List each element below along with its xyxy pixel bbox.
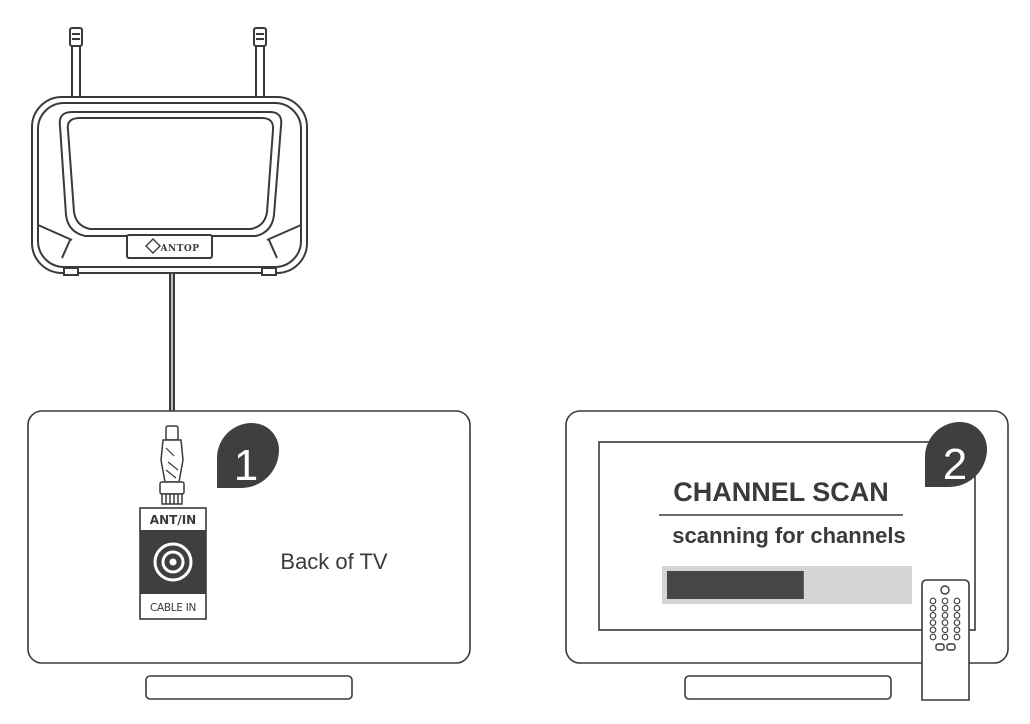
remote-button — [941, 619, 949, 626]
tv-stand-right — [684, 675, 892, 700]
remote-button — [953, 619, 961, 626]
remote-button — [941, 612, 949, 619]
tv-back — [27, 410, 471, 700]
remote-button — [929, 626, 937, 634]
remote-button — [929, 604, 937, 612]
remote-button — [953, 612, 961, 619]
remote-button — [953, 633, 961, 641]
antenna-logo-badge — [126, 234, 213, 259]
remote-button — [929, 633, 937, 641]
antenna-inner-frame — [58, 111, 283, 237]
progress-fill — [667, 571, 804, 599]
antenna-rod-left — [69, 27, 83, 100]
coax-connector — [159, 425, 185, 505]
port-label-cable-in: CABLE IN — [150, 602, 196, 614]
step-2-number: 2 — [943, 440, 967, 489]
remote-button — [953, 604, 961, 612]
antenna-brand-label: ANTOP — [159, 244, 199, 254]
ant-in-port-panel — [139, 507, 207, 620]
scan-progress-bar — [662, 566, 912, 604]
remote-button — [929, 612, 937, 619]
back-of-tv-caption: Back of TV — [280, 549, 388, 574]
step-1-badge — [217, 423, 279, 488]
port-label-ant-in: ANT/IN — [150, 513, 196, 527]
remote-button — [929, 597, 937, 605]
coax-cable — [169, 273, 175, 428]
remote-button — [929, 619, 937, 626]
remote-button — [941, 604, 949, 612]
remote-button — [953, 597, 961, 605]
remote-button — [953, 626, 961, 634]
remote-button — [941, 633, 949, 641]
remote-button — [941, 626, 949, 634]
tv-stand-left — [145, 675, 353, 700]
antenna-rod-right — [253, 27, 267, 100]
remote-control-icon — [921, 579, 970, 701]
antop-logo-icon — [145, 238, 161, 254]
step-2-badge — [925, 422, 987, 487]
remote-button — [941, 597, 949, 605]
step-1-number: 1 — [234, 441, 258, 490]
channel-scan-title: CHANNEL SCAN — [673, 477, 889, 507]
antenna — [31, 27, 308, 276]
scanning-subtitle: scanning for channels — [672, 523, 906, 548]
